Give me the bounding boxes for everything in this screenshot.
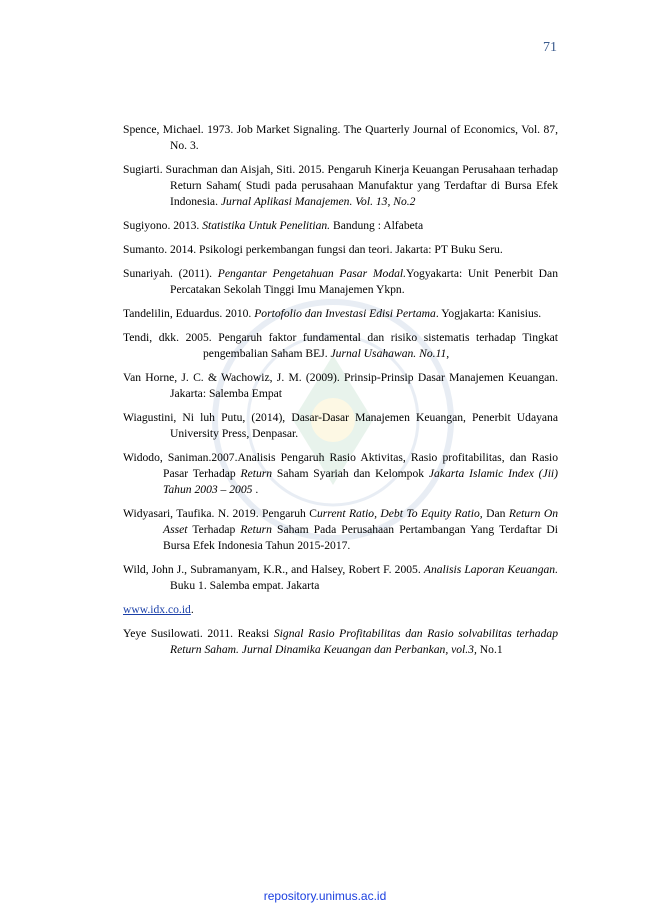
- reference-entry: Spence, Michael. 1973. Job Market Signal…: [123, 122, 558, 154]
- reference-entry: Tandelilin, Eduardus. 2010. Portofolio d…: [123, 306, 558, 322]
- reference-text: Terhadap: [187, 523, 241, 536]
- reference-entry: Wild, John J., Subramanyam, K.R., and Ha…: [123, 562, 558, 594]
- reference-text: .: [252, 483, 259, 496]
- reference-text: Wiagustini, Ni luh Putu, (2014), Dasar-D…: [123, 411, 558, 440]
- reference-italic-text: Jurnal Aplikasi Manajemen. Vol. 13, No.2: [220, 195, 416, 208]
- reference-italic-text: urrent Ratio, Debt To Equity Ratio,: [317, 507, 483, 520]
- reference-entry: Wiagustini, Ni luh Putu, (2014), Dasar-D…: [123, 410, 558, 442]
- reference-text: Yeye Susilowati. 2011. Reaksi: [123, 627, 274, 640]
- reference-link[interactable]: www.idx.co.id: [123, 603, 191, 616]
- reference-text: Saham Pada Perusahaan Pertambangan Yang …: [163, 523, 558, 552]
- reference-text: .: [190, 603, 194, 616]
- reference-italic-text: Pengantar Pengetahuan Pasar Modal.: [217, 267, 407, 280]
- reference-entry: Sugiarti. Surachman dan Aisjah, Siti. 20…: [123, 162, 558, 210]
- reference-entry: Tendi, dkk. 2005. Pengaruh faktor fundam…: [123, 330, 558, 362]
- reference-text: Sugiarti. Surachman dan Aisjah, Siti. 20…: [123, 163, 558, 208]
- reference-text: Tendi, dkk. 2005. Pengaruh faktor fundam…: [123, 331, 558, 360]
- reference-entry: Sugiyono. 2013. Statistika Untuk Penelit…: [123, 218, 558, 234]
- reference-entry: Van Horne, J. C. & Wachowiz, J. M. (2009…: [123, 370, 558, 402]
- reference-italic-text: Return On Asset: [163, 507, 559, 536]
- reference-italic-text: Signal Rasio Profitabilitas dan Rasio so…: [170, 627, 558, 656]
- reference-text: Sumanto. 2014. Psikologi perkembangan fu…: [123, 243, 503, 256]
- reference-entry: Sumanto. 2014. Psikologi perkembangan fu…: [123, 242, 558, 258]
- reference-text: Wild, John J., Subramanyam, K.R., and Ha…: [123, 563, 424, 576]
- reference-entry: Widyasari, Taufika. N. 2019. Pengaruh Cu…: [123, 506, 558, 554]
- reference-italic-text: Jakarta Islamic Index (Jii) Tahun 2003 –…: [163, 467, 558, 496]
- reference-italic-text: Return: [240, 523, 272, 536]
- reference-text: Tandelilin, Eduardus. 2010.: [123, 307, 255, 320]
- reference-italic-text: Portofolio dan Investasi Edisi Pertama: [254, 307, 436, 320]
- repository-footer-link[interactable]: repository.unimus.ac.id: [263, 889, 387, 903]
- reference-text: Bandung : Alfabeta: [330, 219, 424, 232]
- reference-italic-text: Jurnal Usahawan. No.11,: [330, 347, 450, 360]
- reference-text: Dan: [482, 507, 509, 520]
- reference-italic-text: Return: [240, 467, 273, 480]
- reference-text: Yogyakarta: Unit Penerbit Dan Percatakan…: [170, 267, 558, 296]
- page-number: 71: [543, 40, 557, 55]
- reference-text: . Yogjakarta: Kanisius.: [435, 307, 542, 320]
- reference-entry: Sunariyah. (2011). Pengantar Pengetahuan…: [123, 266, 558, 298]
- reference-text: Sugiyono. 2013.: [123, 219, 203, 232]
- university-seal-watermark-icon: [212, 299, 454, 541]
- reference-text: Widodo, Saniman.2007.Analisis Pengaruh R…: [123, 451, 558, 480]
- reference-text: Widyasari, Taufika. N. 2019. Pengaruh C: [123, 507, 317, 520]
- reference-italic-text: Analisis Laporan Keuangan.: [423, 563, 558, 576]
- reference-list: Spence, Michael. 1973. Job Market Signal…: [123, 122, 558, 666]
- reference-text: No.1: [476, 643, 503, 656]
- reference-entry: Yeye Susilowati. 2011. Reaksi Signal Ras…: [123, 626, 558, 658]
- reference-text: Van Horne, J. C. & Wachowiz, J. M. (2009…: [123, 371, 558, 400]
- reference-text: Saham Syariah dan Kelompok: [272, 467, 429, 480]
- reference-entry: www.idx.co.id.: [123, 602, 558, 618]
- reference-italic-text: Statistika Untuk Penelitian.: [202, 219, 331, 232]
- reference-text: Buku 1. Salemba empat. Jakarta: [170, 579, 320, 592]
- reference-entry: Widodo, Saniman.2007.Analisis Pengaruh R…: [123, 450, 558, 498]
- reference-text: Sunariyah. (2011).: [123, 267, 218, 280]
- reference-text: Spence, Michael. 1973. Job Market Signal…: [123, 123, 558, 152]
